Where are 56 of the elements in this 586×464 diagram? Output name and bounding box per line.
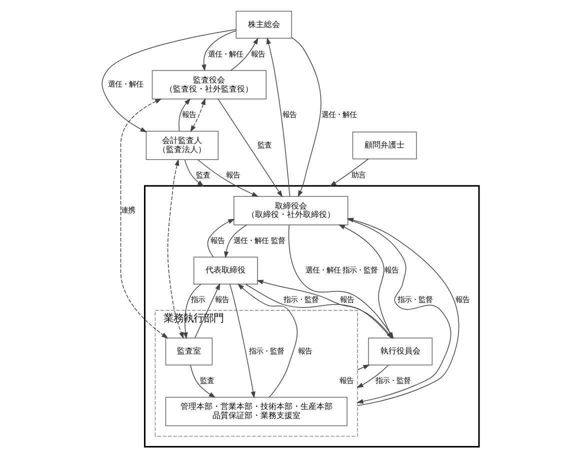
arrow [201, 30, 236, 72]
edge-label: 連携 [120, 206, 135, 215]
node-box: 顧問弁護士 [352, 132, 416, 160]
arrow [197, 159, 258, 197]
node-box: 取締役会 （取締役・社外取締役） [233, 196, 348, 226]
arrow [101, 29, 236, 132]
node-box: 執行役員会 [368, 338, 432, 366]
arrow [217, 98, 282, 198]
arrow [356, 364, 388, 388]
arrow [166, 158, 184, 339]
node-box: 監査役会 （監査役・社外監査役） [151, 70, 266, 100]
edge-label: 監査 [257, 140, 272, 150]
arrow [228, 284, 255, 398]
edge-label: 報告 [282, 110, 296, 119]
edge-label: 選任・解任 [321, 110, 356, 119]
arrow [236, 283, 298, 398]
edge-label: 報告 [340, 295, 354, 304]
edge-label: 報告 [214, 295, 228, 304]
arrow [223, 224, 247, 258]
edge-label: 指示・監督 [248, 346, 284, 356]
cluster [144, 185, 480, 448]
edge-label: 指示・監督 [283, 295, 318, 304]
node-box: 株主総会 [235, 10, 292, 39]
edge-label: 選任・解任 [207, 49, 242, 58]
arrow [184, 160, 204, 187]
edge-label: 報告 [298, 346, 312, 356]
arrow [266, 37, 290, 197]
edge-label: 報告 [181, 110, 196, 119]
arrow [329, 158, 368, 187]
edge-label: 報告 [338, 376, 353, 386]
edge-label: 指示・監督 [375, 376, 410, 386]
edge-label: 報告 [226, 170, 240, 180]
arrow [230, 38, 258, 71]
edge-label: 監査 [196, 170, 210, 180]
edge-label: 報告 [455, 295, 470, 304]
edge-label: 監査 [199, 376, 214, 386]
edge-label: 報告 [384, 265, 398, 274]
arrow [206, 218, 234, 258]
arrow [190, 364, 216, 398]
arrow [178, 98, 190, 132]
arrow [356, 364, 370, 370]
node-box: 代表取締役 [192, 256, 258, 284]
node-box: 監査室 [164, 338, 212, 366]
edge-label: 報告 [250, 49, 264, 58]
arrow [120, 98, 168, 339]
edge-label: 報告 [210, 236, 224, 245]
edge-label: 助言 [350, 170, 365, 180]
arrow [290, 37, 321, 198]
edge-label: 指示・監督 [396, 295, 432, 304]
node-box: 会計監査人 （監査法人） [145, 130, 218, 160]
edge-label: 選任・解任 [108, 80, 143, 89]
node-box: 管理本部・営業本部・技術本部・生産本部 品質保証部・業務支援室 [164, 396, 347, 426]
edge-label: 選任・解任 監督 [233, 236, 285, 245]
arrow [190, 98, 205, 132]
edge-label: 指示 [190, 295, 204, 304]
edge-label: 選任・解任 指示・監督 [304, 265, 378, 274]
